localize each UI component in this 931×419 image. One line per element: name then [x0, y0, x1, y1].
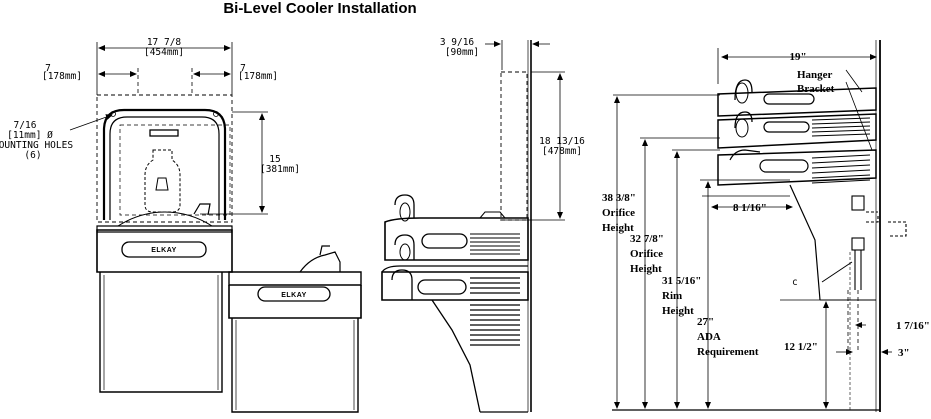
low-orifice-value: 32 7/8" — [630, 233, 664, 245]
overall-width-metric: [454mm] — [144, 47, 184, 58]
floor-gap-value: 12 1/2" — [784, 341, 818, 353]
diagram-title: Bi-Level Cooler Installation — [223, 0, 417, 17]
right-offset-value: 7 — [240, 63, 246, 74]
side-height-value: 18 13/16 — [539, 136, 585, 147]
mounting-hole-metric: [11mm] Ø — [7, 130, 53, 141]
pipe-offset-value: 1 7/16" — [896, 320, 930, 332]
rim-value: 31 5/16" — [662, 275, 701, 287]
offset-value: 8 1/16" — [733, 202, 767, 214]
side-height-metric: [478mm] — [542, 146, 582, 157]
mounting-hole-label: MOUNTING HOLES — [0, 140, 73, 151]
ada-requirement-label: Requirement — [697, 346, 759, 358]
mounting-hole-count: (6) — [24, 150, 41, 161]
right-offset-metric: [178mm] — [238, 71, 278, 82]
rim-height-label: Height — [662, 305, 694, 317]
mounting-hole-size: 7/16 — [14, 120, 37, 131]
brand-logo-lower: ELKAY — [281, 292, 307, 299]
wall-offset-value: 3" — [898, 347, 910, 359]
overall-depth-value: 19" — [789, 51, 806, 63]
side-view — [381, 40, 565, 413]
rim-label: Rim — [662, 290, 682, 302]
left-offset-metric: [178mm] — [42, 71, 82, 82]
low-orifice-height-label: Height — [630, 263, 662, 275]
depth-metric: [90mm] — [445, 47, 479, 58]
callout-c: c — [792, 277, 798, 288]
bracket-height-value: 15 — [269, 154, 280, 165]
high-orifice-height-label: Height — [602, 222, 634, 234]
right-side-dimension-view — [612, 40, 907, 412]
ada-label: ADA — [697, 331, 721, 343]
left-offset-value: 7 — [45, 63, 51, 74]
overall-width-value: 17 7/8 — [147, 37, 182, 48]
brand-logo-upper: ELKAY — [151, 247, 177, 254]
hanger-label: Hanger — [797, 69, 833, 81]
high-orifice-label: Orifice — [602, 207, 635, 219]
bracket-label: Bracket — [797, 83, 835, 95]
front-view — [69, 42, 268, 393]
ada-value: 27" — [697, 316, 714, 328]
low-orifice-label: Orifice — [630, 248, 663, 260]
lower-cooler-front — [228, 245, 362, 413]
bracket-height-metric: [381mm] — [260, 164, 300, 175]
high-orifice-value: 38 3/8" — [602, 192, 636, 204]
depth-value: 3 9/16 — [440, 37, 475, 48]
